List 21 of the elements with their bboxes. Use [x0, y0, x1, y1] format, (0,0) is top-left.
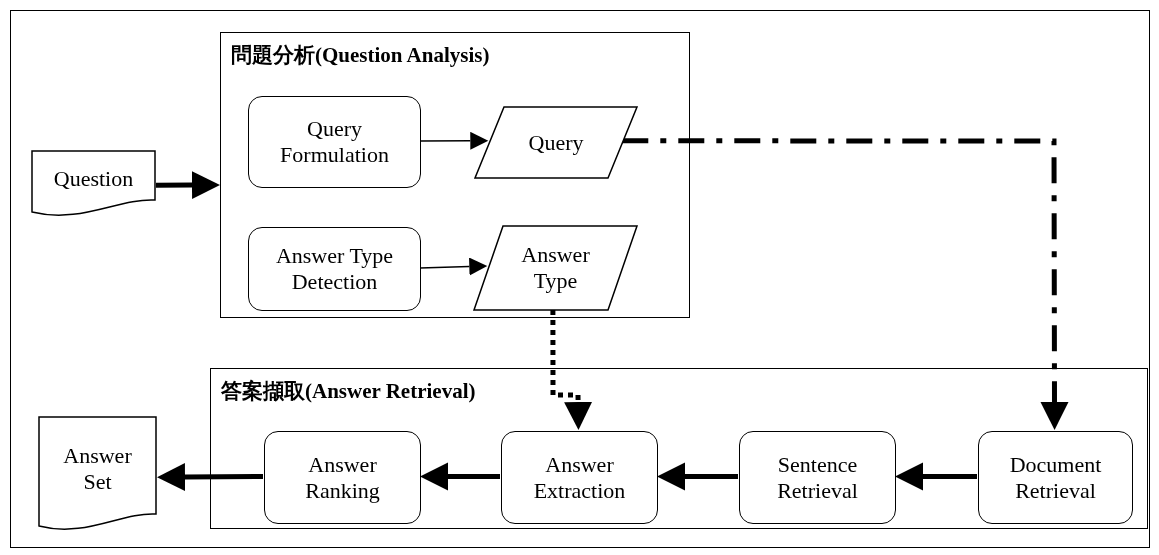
- process-box: Sentence Retrieval: [739, 431, 896, 524]
- process-box: Answer Ranking: [264, 431, 421, 524]
- arrow: [550, 310, 593, 430]
- group-title: 問題分析(Question Analysis): [231, 42, 490, 69]
- arrow: [156, 171, 220, 200]
- arrow: [157, 463, 263, 491]
- arrow: [895, 462, 977, 491]
- process-box: Query Formulation: [248, 96, 421, 188]
- process-box: Document Retrieval: [978, 431, 1133, 524]
- arrow: [419, 257, 488, 276]
- group-box: [210, 368, 1148, 529]
- group-title: 答案擷取(Answer Retrieval): [221, 378, 476, 405]
- process-box: Answer Extraction: [501, 431, 658, 524]
- arrow: [420, 462, 500, 491]
- data-parallelogram: Answer Type: [473, 225, 638, 311]
- group-box: [220, 32, 690, 318]
- data-parallelogram: Query: [474, 106, 638, 179]
- arrow: [622, 138, 1069, 430]
- process-box: Answer Type Detection: [248, 227, 421, 311]
- arrow: [657, 462, 738, 491]
- arrow: [419, 131, 489, 150]
